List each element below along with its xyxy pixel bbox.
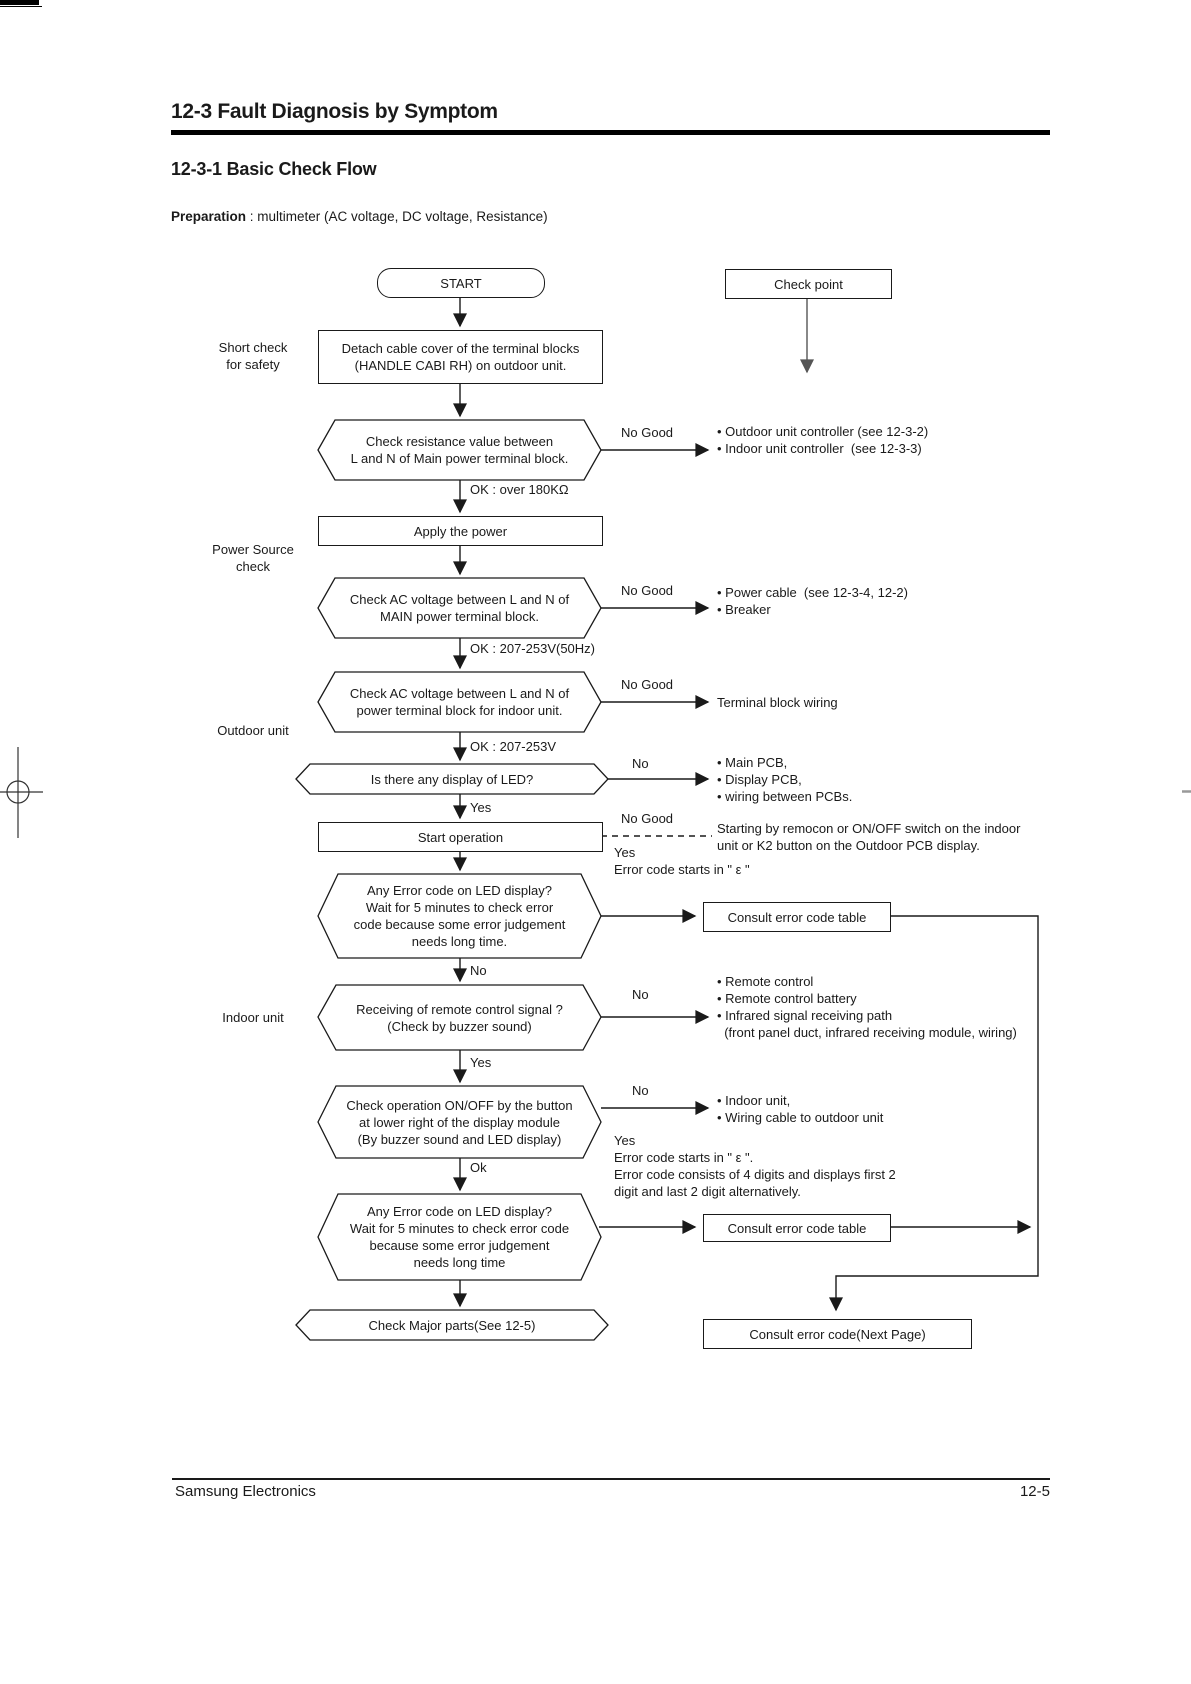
hex-resistance-text: Check resistance value between L and N o… [350,434,569,466]
hexagon-shapes [295,419,609,1341]
hex-ac-main-text: Check AC voltage between L and N of MAIN… [349,592,570,624]
edge-no-good-4: No Good [621,811,674,826]
edge-no-good-2: No Good [621,583,674,598]
registration-mark [0,747,43,838]
annotation-remote-control: • Remote control • Remote control batter… [717,974,1017,1040]
preparation-line: Preparation : multimeter (AC voltage, DC… [171,209,548,224]
edge-ok-voltage: OK : 207-253V [470,739,556,754]
edge-ok-voltage-main: OK : 207-253V(50Hz) [470,641,596,656]
consult-next-page-node: Consult error code(Next Page) [703,1319,972,1349]
hex-error2-text: Any Error code on LED display? Wait for … [349,1204,570,1270]
annotation-indoor-wiring: • Indoor unit, • Wiring cable to outdoor… [717,1093,884,1125]
start-node: START [377,268,545,298]
edge-no-2: No [470,963,487,978]
branch-arrows [599,443,1032,1234]
label-power-source: Power Source check [212,542,294,574]
footer-page-number: 12-5 [1019,1483,1050,1500]
preparation-text: : multimeter (AC voltage, DC voltage, Re… [246,209,548,224]
hex-major-parts-text: Check Major parts(See 12-5) [368,1317,536,1333]
consult-error-table-node-1: Consult error code table [703,902,891,932]
label-indoor-unit: Indoor unit [222,1010,284,1025]
annotation-controllers: • Outdoor unit controller (see 12-3-2) •… [717,424,929,456]
print-mark-top-line [0,6,42,7]
label-short-check: Short check for safety [218,340,288,372]
hex-led-text: Is there any display of LED? [370,771,534,787]
check-point-node: Check point [725,269,892,299]
label-outdoor-unit: Outdoor unit [217,723,289,738]
edge-no-4: No [632,1083,649,1098]
start-operation-node: Start operation [318,822,603,852]
edge-yes-1: Yes [470,800,492,815]
edge-yes-error-code-2: Yes Error code starts in " ε ". Error co… [614,1133,896,1199]
section-title: 12-3-1 Basic Check Flow [171,159,377,179]
hex-remote-text: Receiving of remote control signal ? (Ch… [356,1001,563,1034]
footer-rule [172,1478,1050,1480]
annotation-power-cable: • Power cable (see 12-3-4, 12-2) • Break… [717,585,908,617]
title-rule [171,130,1050,135]
consult-route-line [829,915,1039,1312]
hex-onoff-text: Check operation ON/OFF by the button at … [346,1097,573,1147]
edge-no-3: No [632,987,649,1002]
edge-ok-small: Ok [470,1160,487,1175]
footer-company: Samsung Electronics [175,1483,316,1500]
edge-no-1: No [632,756,649,771]
edge-yes-error-code-1: Yes Error code starts in " ε " [614,845,750,877]
annotation-pcb: • Main PCB, • Display PCB, • wiring betw… [717,755,853,804]
page-title: 12-3 Fault Diagnosis by Symptom [171,100,498,123]
detach-cable-node: Detach cable cover of the terminal block… [318,330,603,384]
hex-error1-text: Any Error code on LED display? Wait for … [353,883,566,949]
edge-no-good-1: No Good [621,425,674,440]
edge-yes-2: Yes [470,1055,492,1070]
print-mark-top [0,0,39,5]
preparation-label: Preparation [171,209,247,224]
edge-no-good-3: No Good [621,677,674,692]
hex-ac-indoor-text: Check AC voltage between L and N of powe… [349,686,570,718]
consult-error-table-node-2: Consult error code table [703,1214,891,1242]
edge-ok-resistance: OK : over 180KΩ [470,482,569,497]
annotation-remocon: Starting by remocon or ON/OFF switch on … [717,821,1021,853]
apply-power-node: Apply the power [318,516,603,546]
annotation-terminal-wiring: Terminal block wiring [717,695,838,710]
